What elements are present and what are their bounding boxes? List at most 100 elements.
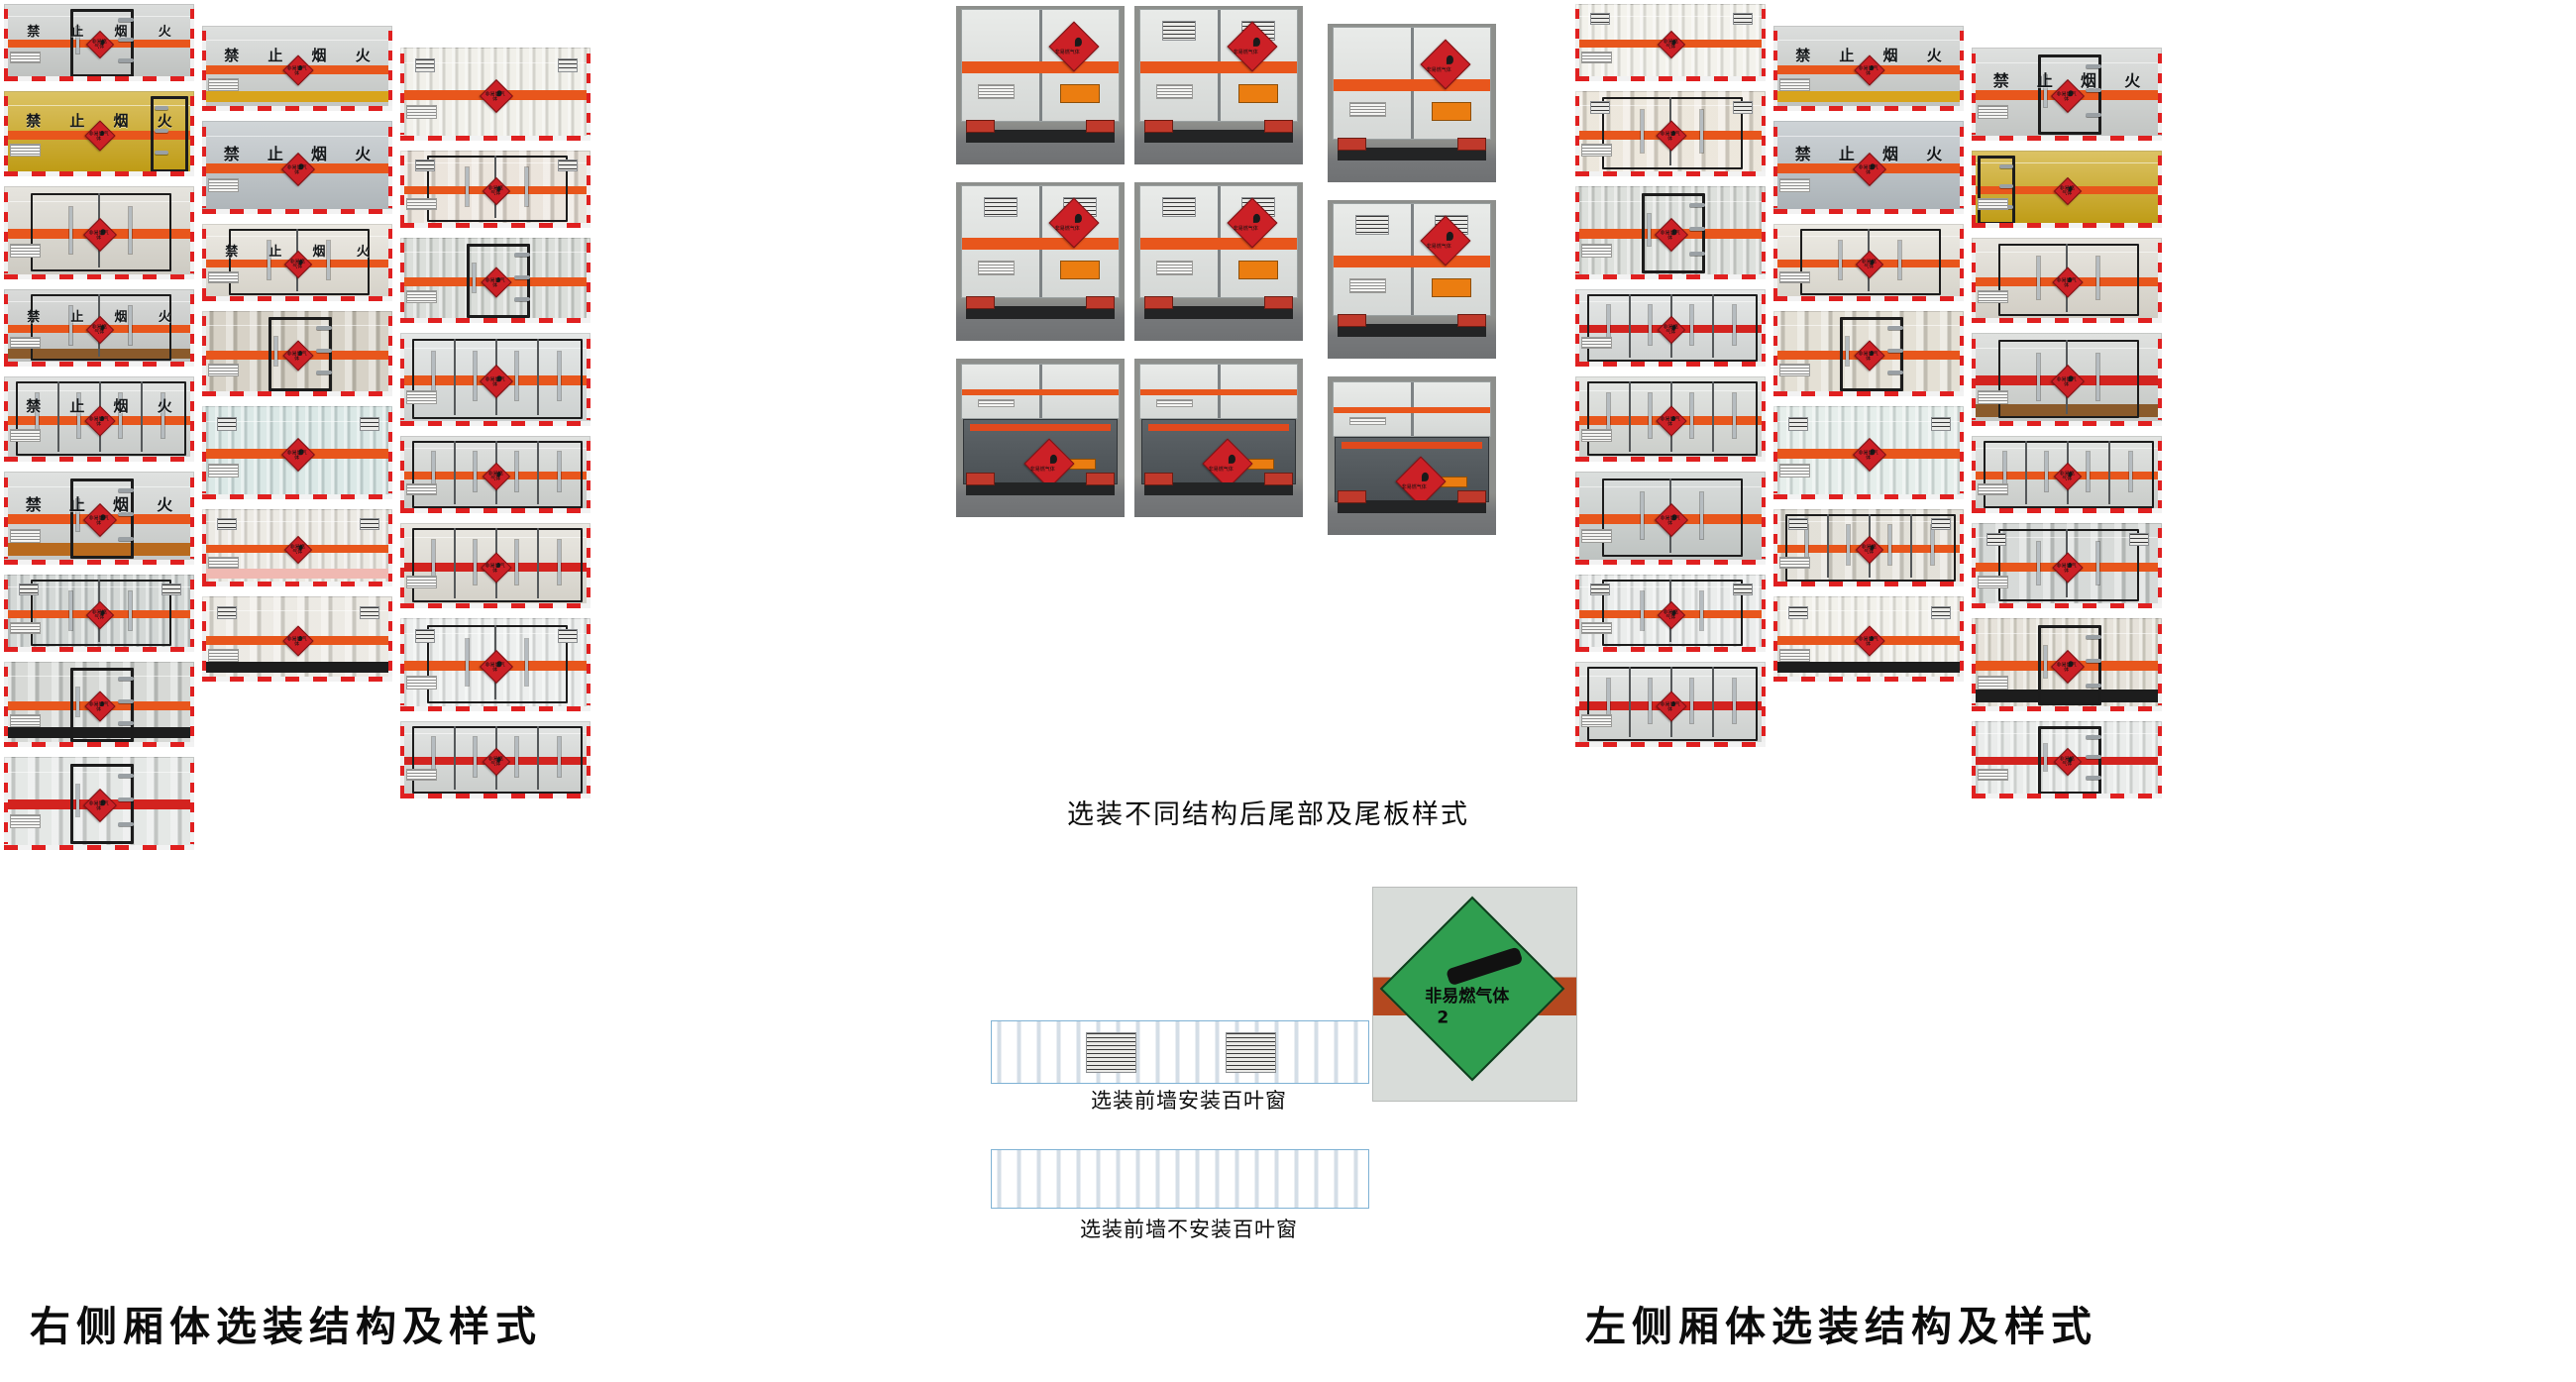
body-photo-tile[interactable]: 非易燃气体 <box>400 238 590 323</box>
body-photo-tile[interactable]: 非易燃气体 <box>202 406 392 499</box>
body-photo-tile[interactable]: 非易燃气体 <box>1575 376 1766 462</box>
rear-view-photo[interactable]: 非易燃气体 <box>1134 359 1303 517</box>
body-photo-tile[interactable]: 非易燃气体 <box>1972 151 2162 228</box>
body-photo-tile[interactable]: 非易燃气体 <box>400 48 590 141</box>
door-handle[interactable] <box>129 306 133 346</box>
rear-view-photo[interactable]: 非易燃气体 <box>1134 6 1303 164</box>
body-photo-tile[interactable]: 非易燃气体 <box>1575 289 1766 367</box>
body-photo-tile[interactable]: 非易燃气体 <box>400 436 590 513</box>
rear-view-photo[interactable]: 非易燃气体 <box>956 359 1125 517</box>
double-door[interactable] <box>1997 244 2140 316</box>
door-handle[interactable] <box>1930 524 1934 566</box>
rear-view-photo[interactable]: 非易燃气体 <box>1134 182 1303 341</box>
door-handle[interactable] <box>1732 304 1736 346</box>
body-photo-tile[interactable]: 禁止烟火非易燃气体 <box>4 472 194 565</box>
body-photo-tile[interactable]: 非易燃气体 <box>1773 406 1964 499</box>
body-photo-tile[interactable]: 非易燃气体 <box>1972 618 2162 711</box>
body-photo-tile[interactable]: 非易燃气体 <box>1972 238 2162 323</box>
door-handle[interactable] <box>2044 646 2048 679</box>
door-handle[interactable] <box>515 540 519 585</box>
door-handle[interactable] <box>1640 491 1644 539</box>
door-handle[interactable] <box>1648 214 1652 247</box>
door-handle[interactable] <box>1690 679 1694 723</box>
door-handle[interactable] <box>525 167 529 207</box>
front-wall-panel[interactable] <box>991 1149 1369 1209</box>
door-handle[interactable] <box>1804 524 1808 566</box>
body-photo-tile[interactable]: 非易燃气体 <box>1773 311 1964 396</box>
double-door[interactable] <box>1601 580 1744 646</box>
door-handle[interactable] <box>431 351 435 400</box>
rear-view-photo[interactable]: 非易燃气体 <box>1328 200 1496 359</box>
rear-view-photo[interactable]: 非易燃气体 <box>1328 24 1496 182</box>
rear-access-door[interactable] <box>268 317 332 391</box>
rear-view-photo[interactable]: 非易燃气体 <box>956 6 1125 164</box>
body-photo-tile[interactable]: 非易燃气体 <box>4 662 194 747</box>
double-door[interactable] <box>1799 229 1942 295</box>
door-handle[interactable] <box>557 540 561 585</box>
door-handle[interactable] <box>1846 336 1850 367</box>
door-handle[interactable] <box>474 736 478 778</box>
double-door[interactable] <box>30 294 172 361</box>
door-handle[interactable] <box>1700 591 1704 631</box>
door-handle[interactable] <box>1700 109 1704 153</box>
double-door[interactable] <box>1601 478 1744 557</box>
double-door[interactable] <box>1997 529 2140 601</box>
door-handle[interactable] <box>2044 744 2048 771</box>
rear-access-door[interactable] <box>467 244 530 318</box>
double-door[interactable] <box>1997 339 2140 418</box>
door-handle[interactable] <box>129 206 133 254</box>
rear-view-photo[interactable]: 非易燃气体 <box>1328 376 1496 535</box>
body-photo-tile[interactable]: 非易燃气体 <box>202 596 392 682</box>
door-handle[interactable] <box>2044 75 2048 108</box>
door-handle[interactable] <box>431 451 435 492</box>
rear-access-door[interactable] <box>70 478 134 559</box>
rear-access-door[interactable] <box>2038 726 2101 795</box>
door-handle[interactable] <box>431 736 435 778</box>
body-photo-tile[interactable]: 非易燃气体 <box>202 311 392 396</box>
body-photo-tile[interactable]: 禁止烟火非易燃气体 <box>4 289 194 367</box>
body-photo-tile[interactable]: 非易燃气体 <box>400 721 590 798</box>
door-handle[interactable] <box>1732 679 1736 723</box>
door-handle[interactable] <box>515 451 519 492</box>
rear-access-door[interactable] <box>70 668 134 742</box>
side-access-door[interactable] <box>150 96 189 172</box>
front-wall-panel[interactable] <box>991 1020 1369 1084</box>
door-handle[interactable] <box>473 263 477 293</box>
door-handle[interactable] <box>1898 241 1902 280</box>
body-photo-tile[interactable]: 非易燃气体 <box>4 575 194 652</box>
door-handle[interactable] <box>515 736 519 778</box>
body-photo-tile[interactable]: 非易燃气体 <box>1972 523 2162 608</box>
body-photo-tile[interactable]: 非易燃气体 <box>400 151 590 228</box>
body-photo-tile[interactable]: 非易燃气体 <box>1575 186 1766 279</box>
body-photo-tile[interactable]: 禁止烟火非易燃气体 <box>202 121 392 214</box>
body-photo-tile[interactable]: 禁止烟火非易燃气体 <box>202 224 392 301</box>
door-handle[interactable] <box>465 167 469 207</box>
body-photo-tile[interactable]: 非易燃气体 <box>400 523 590 608</box>
door-handle[interactable] <box>465 638 469 686</box>
door-handle[interactable] <box>1606 393 1610 438</box>
door-handle[interactable] <box>1640 591 1644 631</box>
door-handle[interactable] <box>557 351 561 400</box>
body-photo-tile[interactable]: 禁止烟火非易燃气体 <box>4 4 194 81</box>
door-handle[interactable] <box>77 393 81 438</box>
door-handle[interactable] <box>515 351 519 400</box>
door-handle[interactable] <box>76 27 80 53</box>
body-photo-tile[interactable]: 禁止烟火非易燃气体 <box>4 91 194 176</box>
door-handle[interactable] <box>68 591 72 631</box>
door-handle[interactable] <box>1700 491 1704 539</box>
door-handle[interactable] <box>76 499 80 532</box>
door-handle[interactable] <box>525 638 529 686</box>
body-photo-tile[interactable]: 非易燃气体 <box>1773 509 1964 586</box>
door-handle[interactable] <box>1838 241 1842 280</box>
door-handle[interactable] <box>76 687 80 717</box>
door-handle[interactable] <box>2002 451 2006 492</box>
door-handle[interactable] <box>2036 256 2040 299</box>
door-handle[interactable] <box>2036 353 2040 400</box>
rear-access-door[interactable] <box>2038 53 2101 135</box>
double-door[interactable] <box>426 156 569 222</box>
rear-access-door[interactable] <box>70 763 134 844</box>
rear-access-door[interactable] <box>1642 192 1705 273</box>
door-handle[interactable] <box>327 241 331 280</box>
door-handle[interactable] <box>2096 353 2100 400</box>
body-photo-tile[interactable]: 禁止烟火非易燃气体 <box>1773 26 1964 111</box>
